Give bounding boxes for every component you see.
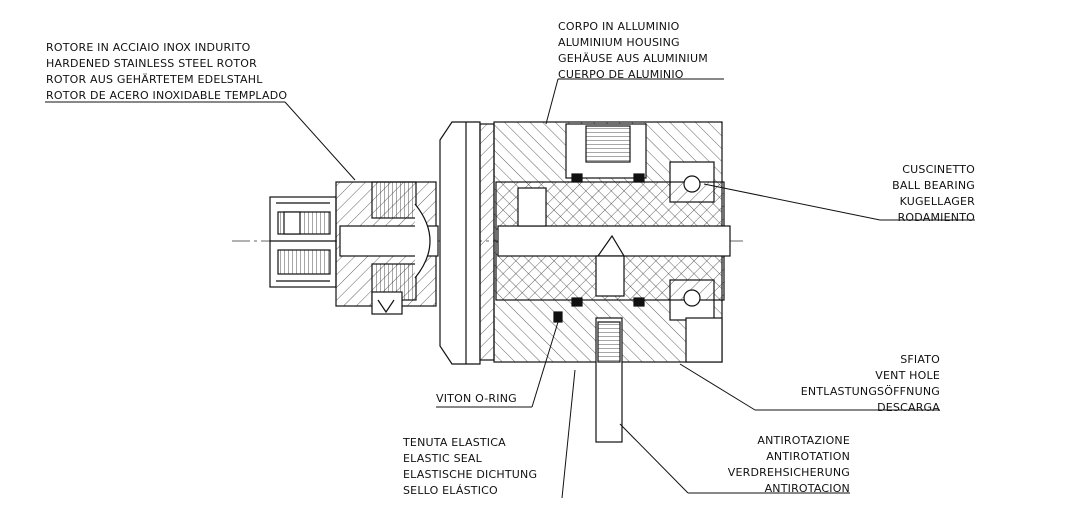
oring-label-text: VITON O-RING [436, 392, 517, 405]
antirotation-label-it: ANTIROTAZIONE [757, 434, 850, 447]
inlet-fitting [269, 196, 337, 288]
vent-label: SFIATO VENT HOLE ENTLASTUNGSÖFFNUNG DESC… [801, 352, 940, 416]
rotor [335, 181, 439, 315]
bearing-label-es: RODAMIENTO [897, 211, 975, 224]
antirotation-label-es: ANTIROTACION [764, 482, 850, 495]
shaft [495, 181, 731, 301]
housing-label-de: GEHÄUSE AUS ALUMINIUM [558, 52, 708, 65]
seal-label-en: ELASTIC SEAL [403, 452, 482, 465]
rotor-label-es: ROTOR DE ACERO INOXIDABLE TEMPLADO [46, 89, 288, 102]
housing-label: CORPO IN ALLUMINIO ALUMINIUM HOUSING GEH… [558, 19, 708, 83]
bearing-label-en: BALL BEARING [892, 179, 975, 192]
bearing-label: CUSCINETTO BALL BEARING KUGELLAGER RODAM… [892, 162, 975, 226]
rotor-label-en: HARDENED STAINLESS STEEL ROTOR [46, 57, 257, 70]
seal-label-de: ELASTISCHE DICHTUNG [403, 468, 538, 481]
seal-label-es: SELLO ELÁSTICO [403, 484, 498, 497]
bearing-label-it: CUSCINETTO [902, 163, 975, 176]
seal-label: TENUTA ELASTICA ELASTIC SEAL ELASTISCHE … [403, 435, 537, 499]
seals [553, 173, 645, 323]
antirotation-label-en: ANTIROTATION [766, 450, 850, 463]
vent-label-en: VENT HOLE [875, 369, 940, 382]
oring-label: VITON O-RING [436, 391, 517, 407]
rotor-label-de: ROTOR AUS GEHÄRTETEM EDELSTAHL [46, 73, 263, 86]
rotor-label-it: ROTORE IN ACCIAIO INOX INDURITO [46, 41, 251, 54]
leader-lines [45, 78, 975, 499]
antirotation-label: ANTIROTAZIONE ANTIROTATION VERDREHSICHER… [728, 433, 850, 497]
rotor-label: ROTORE IN ACCIAIO INOX INDURITO HARDENED… [46, 40, 287, 104]
bearing-label-de: KUGELLAGER [899, 195, 975, 208]
housing-label-it: CORPO IN ALLUMINIO [558, 20, 680, 33]
antirotation-label-de: VERDREHSICHERUNG [727, 466, 850, 479]
seal-label-it: TENUTA ELASTICA [403, 436, 506, 449]
housing-label-es: CUERPO DE ALUMINIO [558, 68, 684, 81]
vent-label-es: DESCARGA [877, 401, 940, 414]
flange [439, 121, 495, 365]
housing-label-en: ALUMINIUM HOUSING [558, 36, 680, 49]
antirotation-pin [595, 317, 623, 443]
vent-label-it: SFIATO [900, 353, 940, 366]
vent-label-de: ENTLASTUNGSÖFFNUNG [800, 385, 940, 398]
bearings [683, 175, 701, 307]
